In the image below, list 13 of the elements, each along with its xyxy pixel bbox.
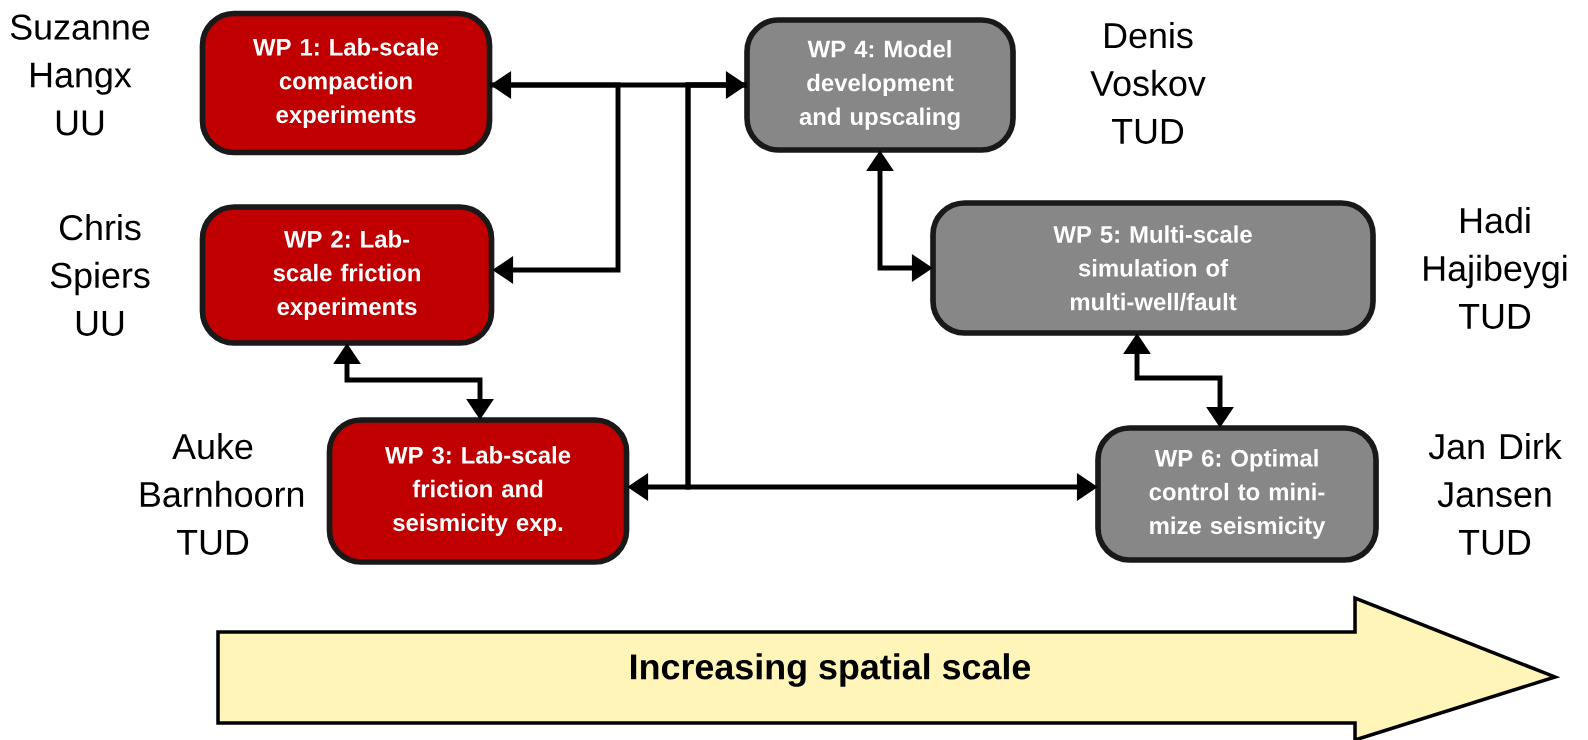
work-package-box: WP 5: Multi-scale simulation of multi-well/fault (930, 200, 1376, 336)
person-name: Jan Dirk Jansen TUD (1428, 433, 1562, 555)
work-package-box: WP 4: Model development and upscaling (744, 17, 1016, 153)
work-package-box: WP 2: Lab-scale friction experiments (199, 204, 495, 346)
work-package-box: WP 6: Optimal control to mini-mize seismicity (1095, 425, 1379, 563)
person-name: Chris Spiers UU (50, 214, 150, 336)
work-package-box: WP 1: Lab-scale compaction experiments (199, 10, 493, 156)
person-name: Auke Barnhoorn TUD (140, 433, 304, 555)
person-name: Suzanne Hangx UU (10, 14, 150, 136)
person-name: Denis Voskov TUD (1090, 22, 1206, 144)
connector-arrow (490, 82, 621, 284)
person-name: Hadi Hajibeygi TUD (1424, 207, 1567, 329)
work-package-box: WP 3: Lab-scale friction and seismicity exp. (326, 417, 630, 565)
